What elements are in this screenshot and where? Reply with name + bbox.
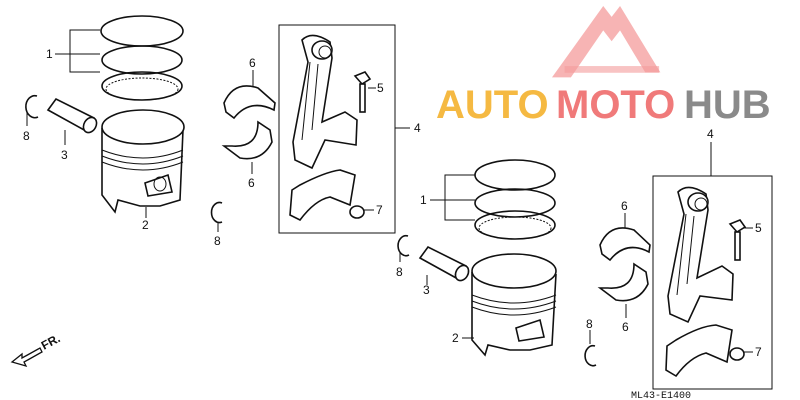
piston-pin	[46, 97, 98, 134]
callout-clip: 8	[586, 317, 593, 331]
callout-bearing-lower: 6	[622, 320, 629, 334]
callout-clip: 8	[214, 234, 221, 248]
watermark-hub: HUB	[684, 83, 771, 127]
callout-rings: 1	[420, 193, 427, 207]
bearing-shells	[597, 227, 651, 302]
callout-bolt: 5	[377, 81, 384, 95]
rod-nut	[729, 347, 745, 361]
circlip	[584, 344, 597, 367]
callout-rings: 1	[46, 47, 53, 61]
piston-pin	[418, 245, 470, 282]
watermark-text: AUTO MOTO HUB	[436, 83, 771, 127]
callout-nut: 7	[376, 203, 383, 217]
bearing-shells	[221, 85, 276, 160]
circlip	[210, 201, 223, 224]
callout-bearing-lower: 6	[248, 176, 255, 190]
watermark-logo	[552, 5, 661, 78]
piston	[471, 253, 557, 357]
piston	[101, 109, 185, 214]
callout-bolt: 5	[755, 221, 762, 235]
piston-rings	[100, 15, 184, 101]
right-assembly: 1 8 3 2 6 6 8 4	[396, 127, 773, 390]
rod-nut	[349, 205, 365, 219]
diagram-code: ML43-E1400	[631, 391, 691, 400]
callout-pin: 3	[423, 283, 430, 297]
circlip	[25, 94, 39, 119]
rod-bolt	[353, 71, 372, 113]
rod-bolt	[728, 219, 747, 261]
callout-piston: 2	[452, 331, 459, 345]
callout-clip: 8	[396, 265, 403, 279]
callout-nut: 7	[755, 345, 762, 359]
callout-rod-assembly: 4	[414, 121, 421, 135]
connecting-rod	[665, 186, 734, 378]
callout-piston: 2	[142, 218, 149, 232]
rod-assembly-box	[278, 24, 396, 234]
front-direction-indicator: FR.	[10, 331, 63, 368]
rod-assembly-box	[652, 175, 773, 390]
callout-bearing-upper: 6	[621, 199, 628, 213]
callout-pin: 3	[61, 148, 68, 162]
connecting-rod	[289, 34, 358, 222]
front-label: FR.	[39, 331, 63, 352]
callout-bearing-upper: 6	[249, 56, 256, 70]
circlip	[397, 234, 410, 257]
callout-rod-assembly: 4	[707, 127, 714, 141]
front-arrow-icon	[10, 347, 43, 368]
watermark-moto: MOTO	[556, 83, 675, 127]
watermark-auto: AUTO	[436, 83, 549, 127]
callout-clip: 8	[23, 129, 30, 143]
left-assembly: 1 8 3 2 6 6 8 4	[23, 15, 421, 248]
piston-rings	[474, 159, 556, 240]
